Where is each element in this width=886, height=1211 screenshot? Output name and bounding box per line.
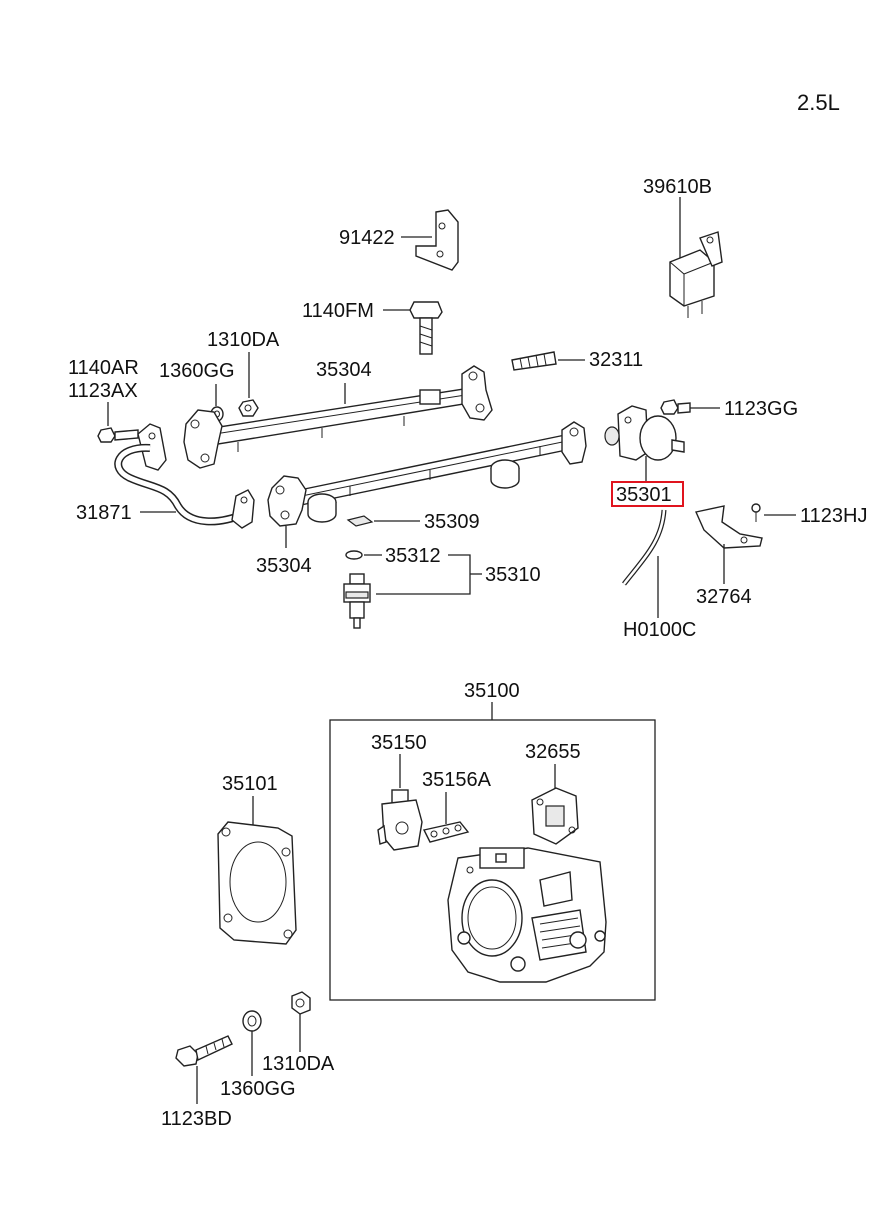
nut-1310DA-bottom: 1310DA: [262, 991, 335, 1075]
label-1360GG-top[interactable]: 1360GG: [159, 360, 235, 382]
bolt-1123BD: 1123BD: [161, 1035, 233, 1130]
fuel-rail-35304-bottom: 35304: [256, 421, 587, 577]
bracket-91422: 91422: [339, 209, 459, 271]
fuel-pipe-31871: 31871: [76, 423, 255, 529]
label-1123BD[interactable]: 1123BD: [161, 1108, 232, 1130]
clip-35309: 35309: [346, 511, 480, 533]
bracket-32764: 32764: [695, 505, 763, 608]
label-35301[interactable]: 35301: [616, 484, 672, 506]
label-1140AR[interactable]: 1140AR: [68, 357, 139, 379]
fuel-rail-35304-top: 35304: [183, 359, 493, 469]
injector-35310: 35312 35310: [343, 545, 541, 629]
label-1360GG-bottom[interactable]: 1360GG: [220, 1078, 296, 1100]
engine-label: 2.5L: [797, 90, 840, 115]
highlight-35301: [611, 481, 684, 507]
pressure-regulator-35301: 35301: [604, 405, 685, 507]
label-1123GG[interactable]: 1123GG: [724, 398, 798, 420]
nut-1310DA-top: 1310DA: [207, 329, 280, 417]
screw-1123HJ: 1123HJ: [751, 503, 867, 527]
label-39610B[interactable]: 39610B: [643, 176, 712, 198]
bolt-1123GG: 1123GG: [660, 398, 798, 420]
bolt-1140FM: 1140FM: [302, 300, 443, 355]
label-35100[interactable]: 35100: [464, 680, 520, 702]
label-32764[interactable]: 32764: [696, 586, 752, 608]
label-1123HJ[interactable]: 1123HJ: [800, 505, 867, 527]
label-35304-top[interactable]: 35304: [316, 359, 372, 381]
label-35156A[interactable]: 35156A: [422, 769, 492, 791]
hose-H0100C: H0100C: [622, 509, 696, 641]
washer-1360GG-bottom: 1360GG: [220, 1010, 296, 1100]
label-1310DA-top[interactable]: 1310DA: [207, 329, 280, 351]
label-1310DA-bottom[interactable]: 1310DA: [262, 1053, 335, 1075]
stud-32311: 32311: [511, 349, 643, 371]
gasket-35101: 35101: [217, 773, 297, 945]
label-35309[interactable]: 35309: [424, 511, 480, 533]
label-91422[interactable]: 91422: [339, 227, 395, 249]
label-35312[interactable]: 35312: [385, 545, 441, 567]
relay-39610B: 39610B: [643, 176, 723, 318]
label-H0100C[interactable]: H0100C: [623, 619, 696, 641]
label-35310[interactable]: 35310: [485, 564, 541, 586]
label-35150[interactable]: 35150: [371, 732, 427, 754]
bolt-1140AR-1123AX: 1140AR 1123AX: [68, 357, 139, 443]
label-32655[interactable]: 32655: [525, 741, 581, 763]
label-1123AX[interactable]: 1123AX: [68, 380, 138, 402]
throttle-body-assembly-35100: 35100 35150 35156A 32655: [329, 680, 656, 1001]
label-31871[interactable]: 31871: [76, 502, 132, 524]
label-1140FM[interactable]: 1140FM: [302, 300, 374, 322]
label-35304-bottom[interactable]: 35304: [256, 555, 312, 577]
label-35101[interactable]: 35101: [222, 773, 278, 795]
label-32311[interactable]: 32311: [589, 349, 643, 371]
